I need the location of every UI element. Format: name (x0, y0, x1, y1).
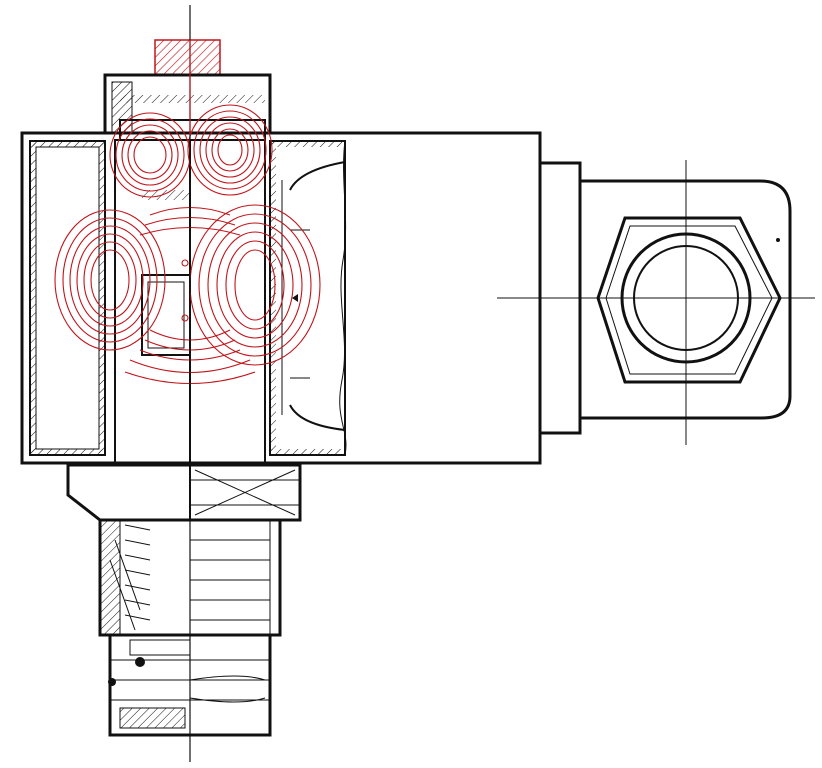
valve-body-lower (66, 463, 302, 737)
magnetic-flux-field (54, 104, 321, 385)
flux-middle-lobes (54, 204, 321, 366)
electrical-connector (497, 160, 815, 445)
coil-winding-marks (281, 161, 346, 431)
plunger-tube-cap (103, 39, 272, 141)
coil-housing (20, 131, 542, 465)
